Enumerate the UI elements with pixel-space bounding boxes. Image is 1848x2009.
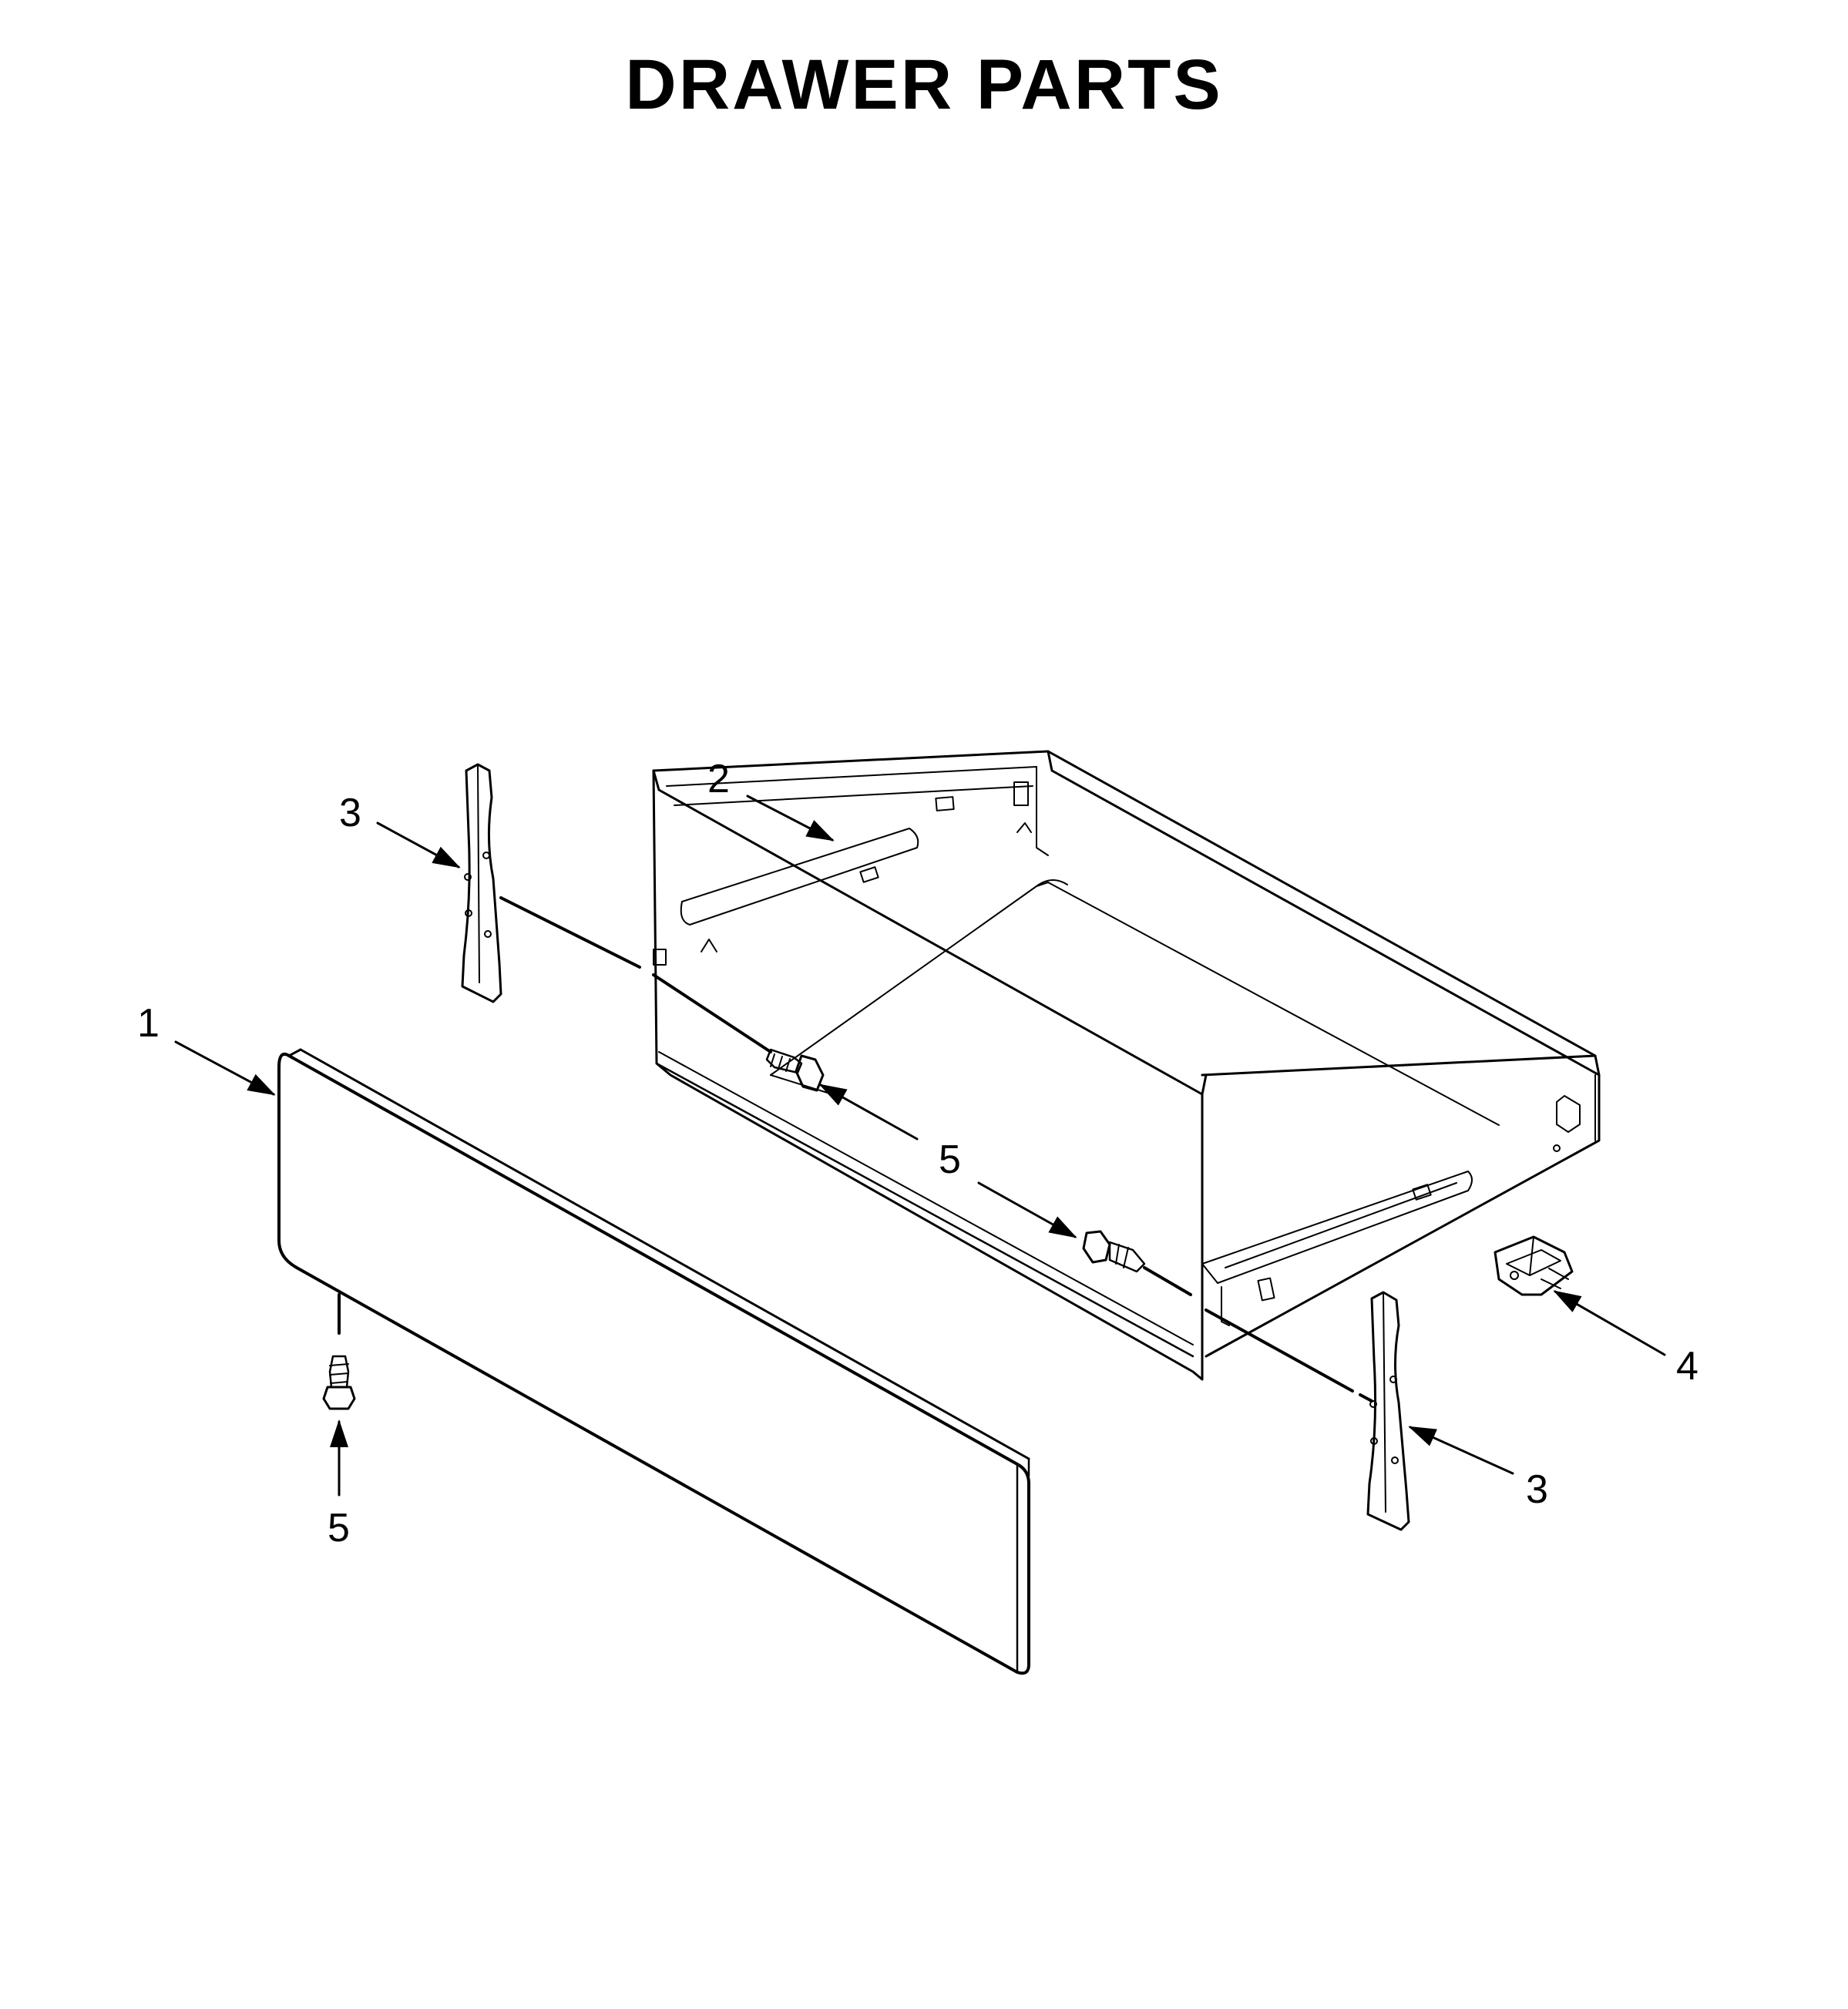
callout-3-right: 3 — [1526, 1467, 1548, 1512]
callout-5-center: 5 — [939, 1137, 961, 1182]
leader-arrow-3-right — [1408, 1426, 1514, 1475]
assembly-line-left-screw — [652, 973, 772, 1053]
callout-1: 1 — [137, 1001, 160, 1046]
leader-arrows — [174, 795, 1666, 1497]
callout-3-left: 3 — [339, 791, 361, 835]
handle-bracket-right-part[interactable] — [1366, 1291, 1410, 1531]
leader-arrow-2 — [746, 795, 835, 842]
leader-arrow-1 — [174, 1040, 276, 1096]
page-title: DRAWER PARTS — [625, 45, 1223, 124]
leader-arrow-5-up — [818, 1083, 919, 1141]
leader-arrow-3-left — [376, 821, 461, 868]
leader-arrow-5-down — [977, 1181, 1077, 1238]
screw-bottom-part[interactable] — [322, 1355, 356, 1410]
callout-4: 4 — [1676, 1344, 1698, 1389]
callout-2: 2 — [707, 757, 730, 801]
assembly-line-left-bracket — [499, 896, 641, 969]
drawer-clip-part[interactable] — [1494, 1235, 1574, 1296]
assembly-line-right-bracket-dash — [1359, 1393, 1373, 1403]
assembly-line-center — [1143, 1266, 1192, 1296]
screw-left-part[interactable] — [765, 1048, 825, 1092]
screw-center-part[interactable] — [1082, 1230, 1146, 1273]
assembly-line-right-bracket — [1205, 1309, 1354, 1393]
leader-arrow-4 — [1553, 1290, 1666, 1356]
handle-bracket-left-part[interactable] — [461, 763, 502, 1003]
callout-5-bottom: 5 — [328, 1506, 350, 1550]
drawer-body-part[interactable] — [652, 750, 1601, 1381]
drawer-front-panel-part[interactable] — [277, 1048, 1030, 1675]
